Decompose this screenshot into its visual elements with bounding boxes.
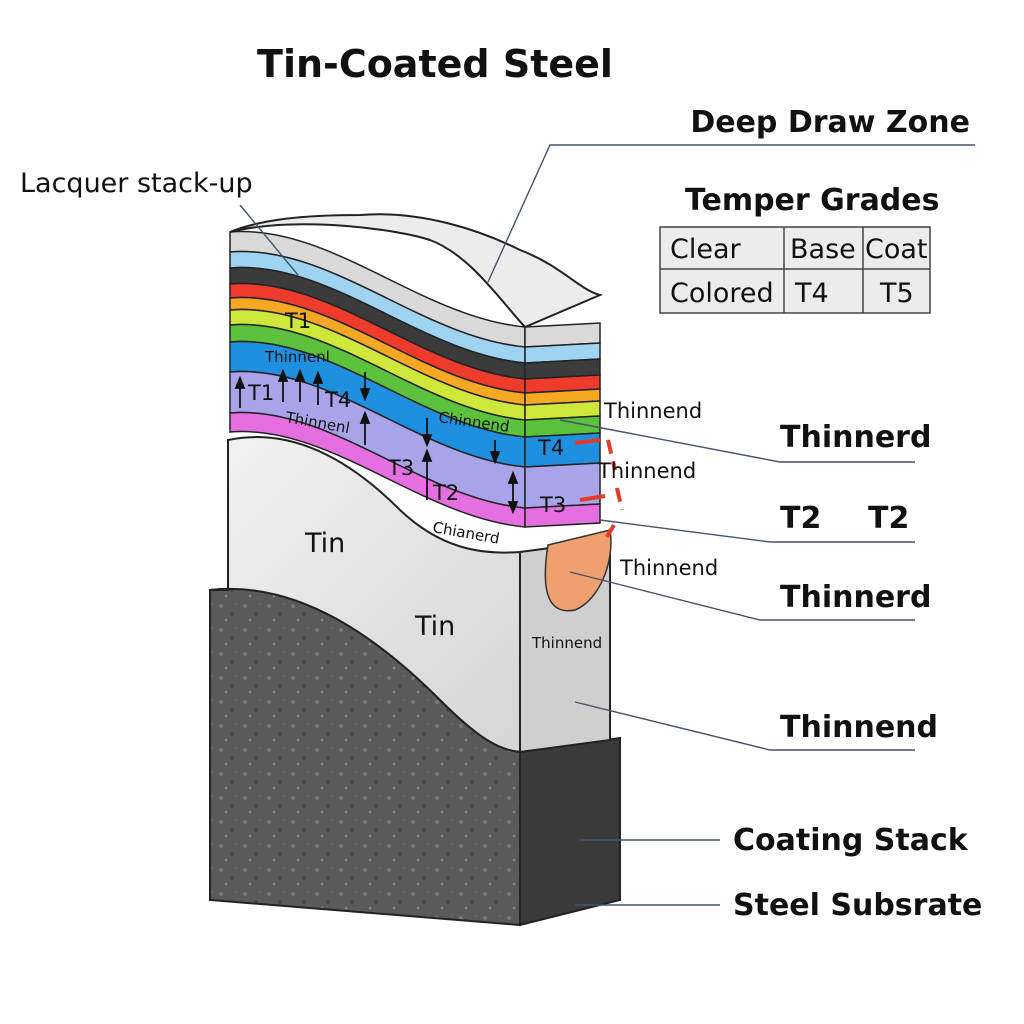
- label-t4-side: T4: [537, 436, 564, 460]
- label-thinnend-a: Thinnend: [603, 399, 702, 423]
- label-deep-draw-zone: Deep Draw Zone: [690, 105, 970, 140]
- top-surface: [229, 213, 604, 329]
- label-tin-1: Tin: [304, 528, 345, 559]
- thinned-markers: [574, 438, 624, 542]
- label-thinnend-c: Thinnend: [619, 556, 718, 580]
- label-thinnerd-2: Thinnerd: [780, 580, 931, 615]
- label-coating-stack: Coating Stack: [733, 823, 969, 858]
- label-thinnend-b: Thinnend: [597, 459, 696, 483]
- table-cell: T4: [794, 278, 829, 309]
- thinned-zone-blob: [544, 529, 612, 612]
- label-tin-2: Tin: [414, 611, 455, 642]
- table-cell: Colored: [670, 278, 774, 309]
- leader-lines: [239, 144, 975, 906]
- label-t4-lav: T4: [324, 388, 351, 412]
- label-steel-substrate: Steel Subsrate: [733, 888, 982, 923]
- label-t1-top: T1: [284, 309, 311, 333]
- label-t1-lav: T1: [247, 381, 274, 405]
- lacquer-layers: [229, 213, 604, 528]
- table-cell: T5: [879, 278, 914, 309]
- label-lacquer-stack-up: Lacquer stack-up: [20, 168, 253, 199]
- thickness-arrows: [234, 368, 519, 515]
- label-t2-front: T2: [432, 481, 459, 505]
- label-thinnerd-1: Thinnerd: [780, 420, 931, 455]
- label-thinnend-right: Thinnend: [780, 710, 938, 745]
- label-t2-b: T2: [868, 501, 909, 536]
- table-cell: Coat: [865, 234, 928, 265]
- diagram-title: Tin-Coated Steel: [257, 42, 613, 86]
- label-t2-a: T2: [780, 501, 821, 536]
- label-temper-grades: Temper Grades: [685, 183, 940, 218]
- label-thinnenl-blue: Thinnenl: [264, 348, 330, 366]
- label-thinnend-d: Thinnend: [531, 634, 602, 652]
- label-t3-side: T3: [539, 493, 566, 517]
- table-cell: Clear: [670, 234, 742, 265]
- layer-pink-side: [524, 503, 601, 528]
- table-cell: Base: [790, 234, 856, 265]
- temper-grades-table: Clear Base Coat Colored T4 T5: [659, 226, 931, 314]
- label-t3-front: T3: [387, 456, 414, 480]
